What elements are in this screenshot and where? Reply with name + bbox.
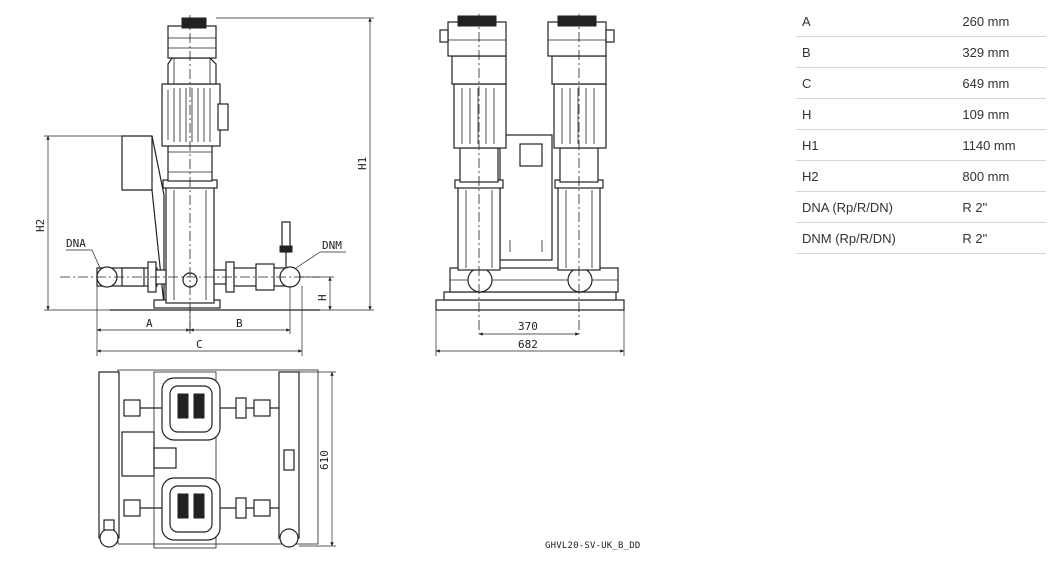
spec-label: A bbox=[796, 6, 933, 37]
label-682: 682 bbox=[518, 338, 538, 351]
spec-value: 260 mm bbox=[932, 6, 1046, 37]
label-h: H bbox=[316, 294, 329, 301]
spec-label: DNA (Rp/R/DN) bbox=[796, 191, 933, 223]
spec-value: 1140 mm bbox=[932, 129, 1046, 161]
technical-drawing: DNA DNM A B C H H1 H2 bbox=[34, 14, 625, 549]
spec-row: DNA (Rp/R/DN)R 2" bbox=[796, 191, 1046, 223]
spec-label: H1 bbox=[796, 129, 933, 161]
label-c: C bbox=[196, 338, 203, 351]
label-h1: H1 bbox=[356, 157, 369, 170]
top-pump-1 bbox=[123, 377, 279, 441]
label-dnm: DNM bbox=[322, 239, 342, 252]
side-view-dimensions bbox=[44, 17, 374, 356]
side-view: DNA DNM A B C H H1 H2 bbox=[34, 15, 374, 356]
spec-value: 329 mm bbox=[932, 36, 1046, 68]
motor-fins bbox=[167, 88, 211, 142]
top-view-dimensions bbox=[299, 371, 336, 547]
label-dna: DNA bbox=[66, 237, 86, 250]
top-pump-2 bbox=[123, 477, 279, 541]
spec-value: 800 mm bbox=[932, 160, 1046, 192]
front-view-dimensions bbox=[435, 310, 625, 356]
spec-value: R 2" bbox=[932, 222, 1046, 254]
top-view: 610 bbox=[98, 369, 336, 549]
label-370: 370 bbox=[518, 320, 538, 333]
spec-label: DNM (Rp/R/DN) bbox=[796, 222, 933, 254]
label-h2: H2 bbox=[34, 219, 47, 232]
spec-label: B bbox=[796, 36, 933, 68]
spec-value: 649 mm bbox=[932, 67, 1046, 99]
front-view: 370 682 bbox=[435, 14, 625, 356]
label-610: 610 bbox=[318, 450, 331, 470]
spec-label: H2 bbox=[796, 160, 933, 192]
drawing-code: GHVL20-SV-UK_B_DD bbox=[545, 541, 641, 551]
label-a: A bbox=[146, 317, 153, 330]
spec-value: R 2" bbox=[932, 191, 1046, 223]
label-b: B bbox=[236, 317, 243, 330]
spec-value: 109 mm bbox=[932, 98, 1046, 130]
spec-label: H bbox=[796, 98, 933, 130]
spec-row: DNM (Rp/R/DN)R 2" bbox=[796, 222, 1046, 254]
spec-label: C bbox=[796, 67, 933, 99]
